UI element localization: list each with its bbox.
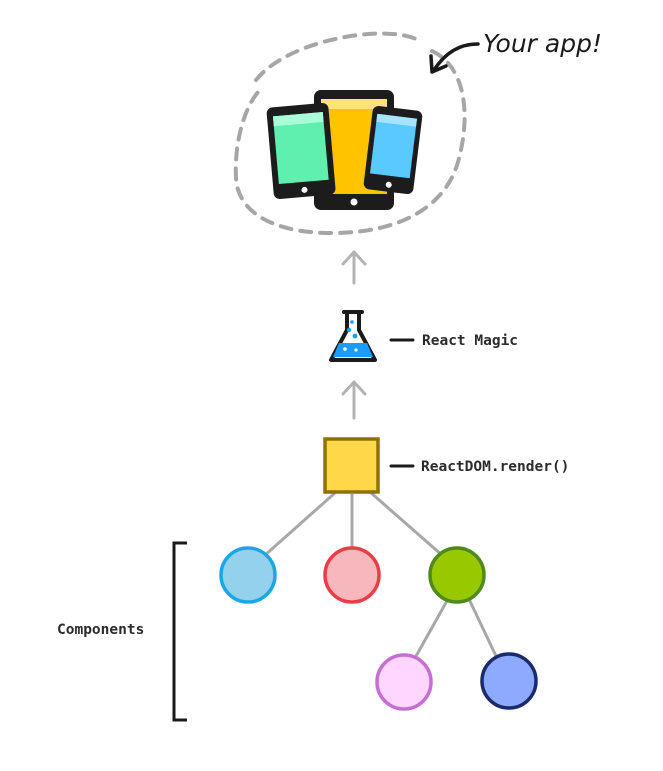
connector-green-pink	[413, 598, 450, 659]
dashed-outline	[233, 49, 467, 236]
connector-green-navy	[466, 596, 498, 657]
curved-pointer-arrow	[432, 42, 480, 72]
app-annotation: Your app!	[429, 29, 602, 74]
root-node	[323, 437, 380, 494]
pointer-arrowhead	[429, 54, 448, 74]
devices-icon	[266, 90, 423, 210]
dashed-outline-top	[254, 31, 420, 82]
component-node-navy	[480, 652, 538, 710]
connector-root-blue	[263, 490, 337, 558]
app-boundary	[233, 31, 467, 236]
phone-left-icon	[266, 102, 336, 200]
magic-annotation: React Magic	[389, 333, 518, 349]
phone-right-icon	[363, 105, 423, 195]
component-node-blue	[219, 546, 277, 604]
app-label: Your app!	[483, 29, 602, 58]
flask-icon	[329, 310, 377, 362]
component-node-red	[323, 546, 381, 604]
components-label: Components	[57, 622, 144, 638]
up-arrow-middle	[341, 380, 367, 420]
component-node-green	[428, 546, 486, 604]
component-node-pink	[375, 653, 433, 711]
render-label: ReactDOM.render()	[421, 459, 569, 475]
connector-root-green	[369, 490, 444, 558]
tree-connectors	[263, 490, 498, 659]
magic-label: React Magic	[422, 333, 518, 349]
up-arrow-top	[341, 250, 367, 285]
components-bracket	[172, 541, 187, 722]
render-annotation: ReactDOM.render()	[389, 459, 569, 475]
